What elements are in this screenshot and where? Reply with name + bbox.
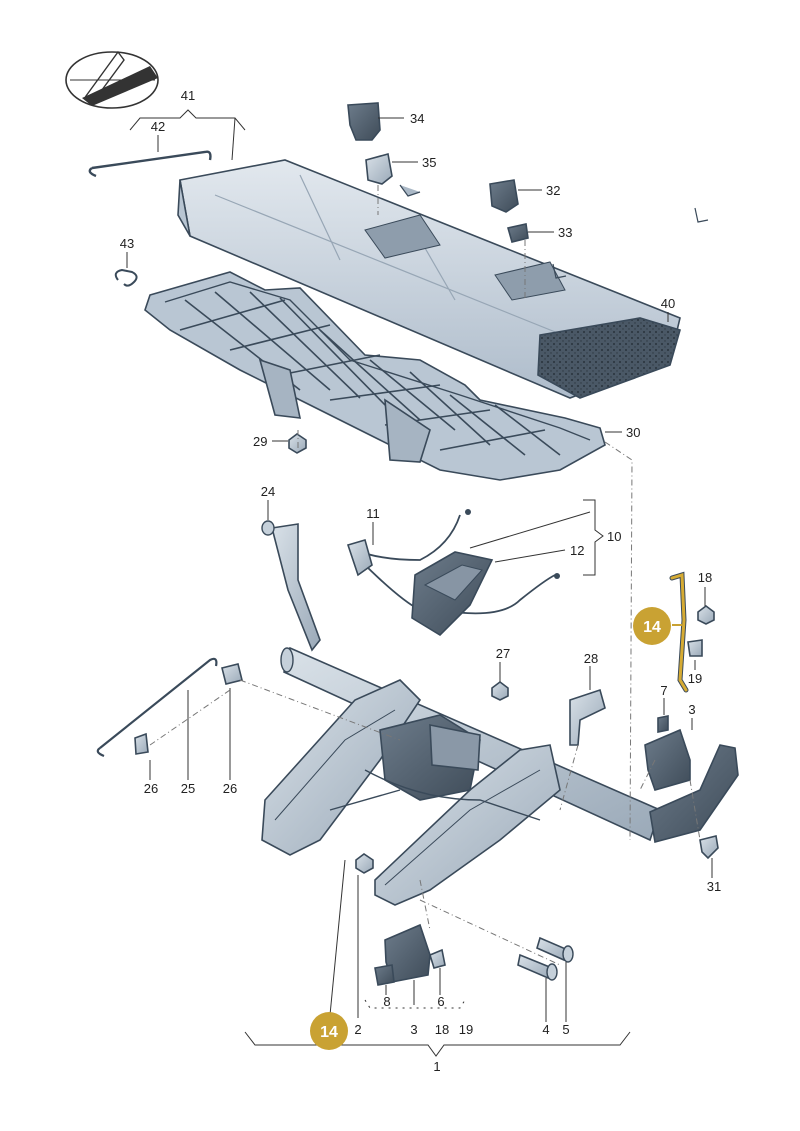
rod-25	[96, 657, 218, 758]
callout-28: 28	[584, 651, 598, 666]
clip-26-left	[134, 732, 149, 755]
washer-24	[261, 520, 275, 536]
callout-18-right: 18	[698, 570, 712, 585]
callout-33: 33	[558, 225, 572, 240]
bolt-5	[536, 936, 574, 963]
nut-18	[697, 605, 715, 625]
callout-41: 41	[181, 88, 195, 103]
callout-2: 2	[354, 1022, 361, 1037]
callout-29: 29	[253, 434, 267, 449]
nut-27	[491, 681, 509, 701]
callout-4: 4	[542, 1022, 549, 1037]
highlighted-rod-14	[669, 571, 689, 693]
callout-3-bottom: 3	[410, 1022, 417, 1037]
bracket-3-bottom	[374, 923, 446, 986]
clip-33	[506, 223, 529, 243]
assembly-lines	[149, 185, 701, 966]
nut-2	[355, 853, 374, 874]
callout-42: 42	[151, 119, 165, 134]
clip-26-right	[221, 663, 243, 685]
release-cable-assembly	[346, 509, 560, 637]
rod-42	[88, 150, 212, 178]
callout-3-right: 3	[688, 702, 695, 717]
screw-31	[699, 835, 719, 860]
seat-cushion	[177, 159, 709, 399]
callout-26-right: 26	[223, 781, 237, 796]
callout-5: 5	[562, 1022, 569, 1037]
badge-14-right-label: 14	[643, 619, 661, 636]
seat-frame-pan	[144, 271, 606, 481]
callout-19-bottom: 19	[459, 1022, 473, 1037]
callout-8: 8	[383, 994, 390, 1009]
orientation-logo-icon	[65, 50, 159, 109]
clip-34	[347, 102, 381, 141]
highlight-badge-14-bottom: 14	[310, 859, 348, 1050]
callout-40: 40	[661, 296, 675, 311]
callout-43: 43	[120, 236, 134, 251]
callout-31: 31	[707, 879, 721, 894]
callout-27: 27	[496, 646, 510, 661]
callout-18-bottom: 18	[435, 1022, 449, 1037]
callout-19-right: 19	[688, 671, 702, 686]
callout-30: 30	[626, 425, 640, 440]
callout-34: 34	[410, 111, 424, 126]
bracket-3-right	[644, 715, 691, 791]
clip-19	[687, 639, 703, 657]
clip-32	[489, 179, 519, 213]
callout-6: 6	[437, 994, 444, 1009]
seat-lower-frame	[261, 523, 739, 906]
callout-10: 10	[607, 529, 621, 544]
bolt-4	[517, 953, 558, 981]
callout-7: 7	[660, 683, 667, 698]
leader-lines	[126, 109, 713, 1057]
callout-35: 35	[422, 155, 436, 170]
clip-43	[114, 268, 138, 287]
badge-14-bottom-label: 14	[320, 1024, 338, 1041]
highlight-badge-14-right: 14	[633, 607, 682, 645]
callout-32: 32	[546, 183, 560, 198]
callout-12: 12	[570, 543, 584, 558]
callout-25: 25	[181, 781, 195, 796]
callout-24: 24	[261, 484, 275, 499]
callout-26-left: 26	[144, 781, 158, 796]
callout-11: 11	[366, 506, 380, 521]
callout-1: 1	[433, 1059, 440, 1074]
clip-35	[365, 152, 393, 185]
callout-labels: 41 42 34 35 32 33 43 40 30 29 24 11 10 1…	[120, 88, 721, 1074]
